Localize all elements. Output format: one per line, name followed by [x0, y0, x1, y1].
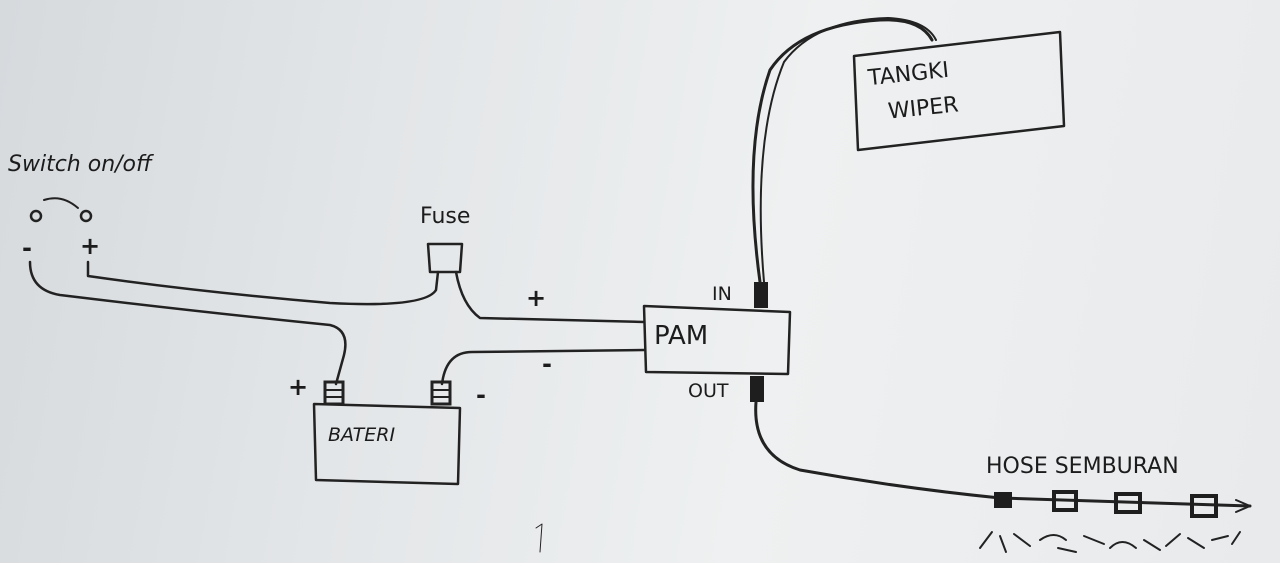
- hose-to-nozzles: [754, 400, 1252, 508]
- pump-minus-wire-label: -: [542, 350, 552, 378]
- pump-in-label: IN: [712, 283, 732, 305]
- battery-negative-terminal: [430, 380, 452, 406]
- nozzles: [994, 490, 1218, 518]
- pump-label: PAM: [654, 321, 709, 351]
- switch-lever: [43, 197, 79, 209]
- switch-terminal-negative: [29, 209, 43, 223]
- hose-end-arrow: [1235, 499, 1251, 513]
- battery-label: BATERI: [328, 424, 396, 446]
- pump-in-connector: [754, 282, 768, 308]
- spray-marks: [979, 531, 1241, 553]
- battery-positive-terminal: [323, 380, 345, 406]
- wire-fuse-to-pump: [454, 270, 646, 324]
- battery-plus-label: +: [288, 373, 309, 401]
- switch-label: Switch on/off: [8, 152, 152, 177]
- switch-minus-label: -: [22, 234, 32, 262]
- fuse-label: Fuse: [420, 204, 471, 229]
- battery-minus-label: -: [476, 381, 486, 409]
- hose-to-tank-b: [759, 17, 937, 283]
- fuse-box: [426, 242, 464, 274]
- battery-box: [312, 402, 462, 486]
- nozzle-3: [1114, 492, 1142, 514]
- pump-out-label: OUT: [688, 380, 729, 402]
- nozzle-4: [1190, 494, 1218, 518]
- pump-out-connector: [750, 376, 764, 402]
- pump-plus-wire-label: +: [526, 284, 547, 312]
- pump-box: [642, 304, 792, 376]
- stray-mark: [535, 523, 543, 553]
- wire-switch-to-battery: [28, 260, 347, 386]
- nozzle-2: [1052, 490, 1078, 512]
- hose-label: HOSE SEMBURAN: [986, 454, 1179, 479]
- hose-to-tank-a: [751, 18, 934, 284]
- wire-switch-to-fuse: [86, 260, 440, 306]
- switch-terminal-positive: [79, 209, 93, 223]
- wire-battery-to-pump: [440, 348, 646, 386]
- tank-box: [852, 30, 1066, 152]
- nozzle-1: [994, 492, 1012, 508]
- switch-plus-label: +: [80, 232, 101, 260]
